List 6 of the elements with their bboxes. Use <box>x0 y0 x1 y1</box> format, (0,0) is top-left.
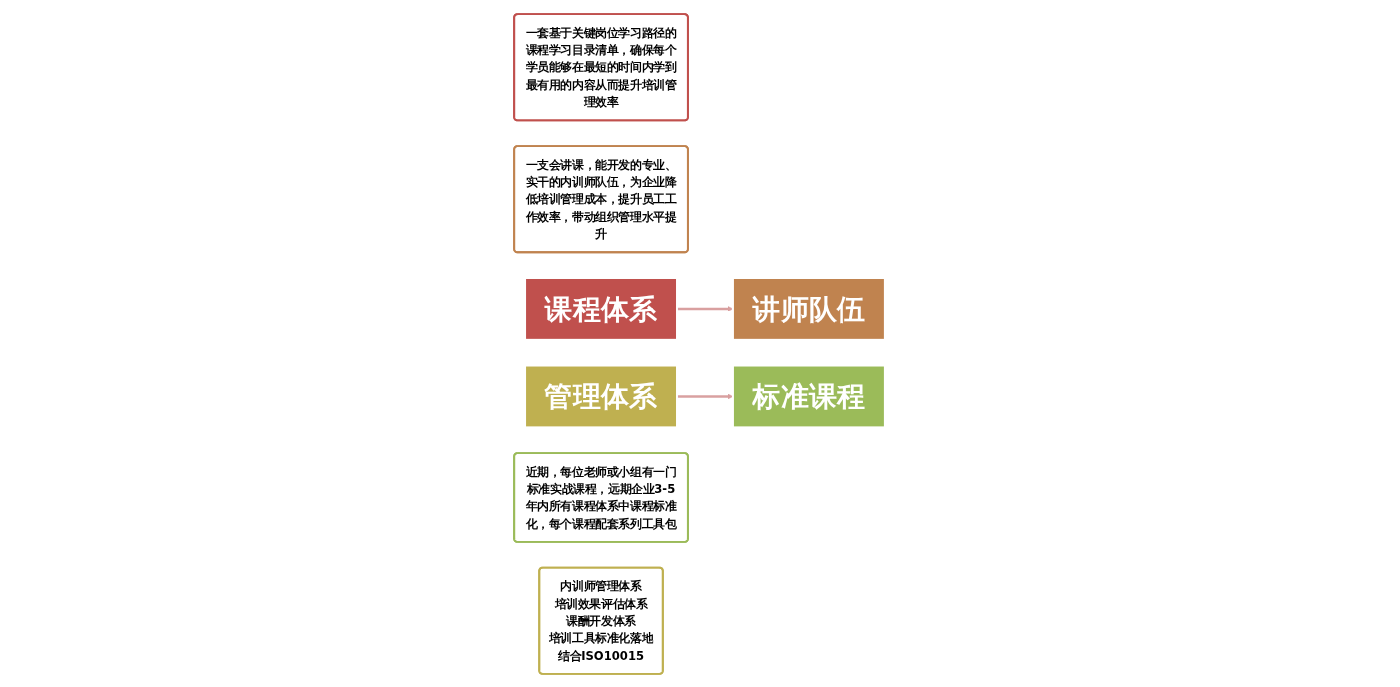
node-box: 管理体系 <box>524 364 679 428</box>
node-box: 讲师队伍 <box>732 276 887 341</box>
arrow <box>677 393 734 399</box>
node-box: 课程体系 <box>524 276 679 341</box>
arrow <box>677 305 734 312</box>
node-box: 标准课程 <box>732 364 887 428</box>
